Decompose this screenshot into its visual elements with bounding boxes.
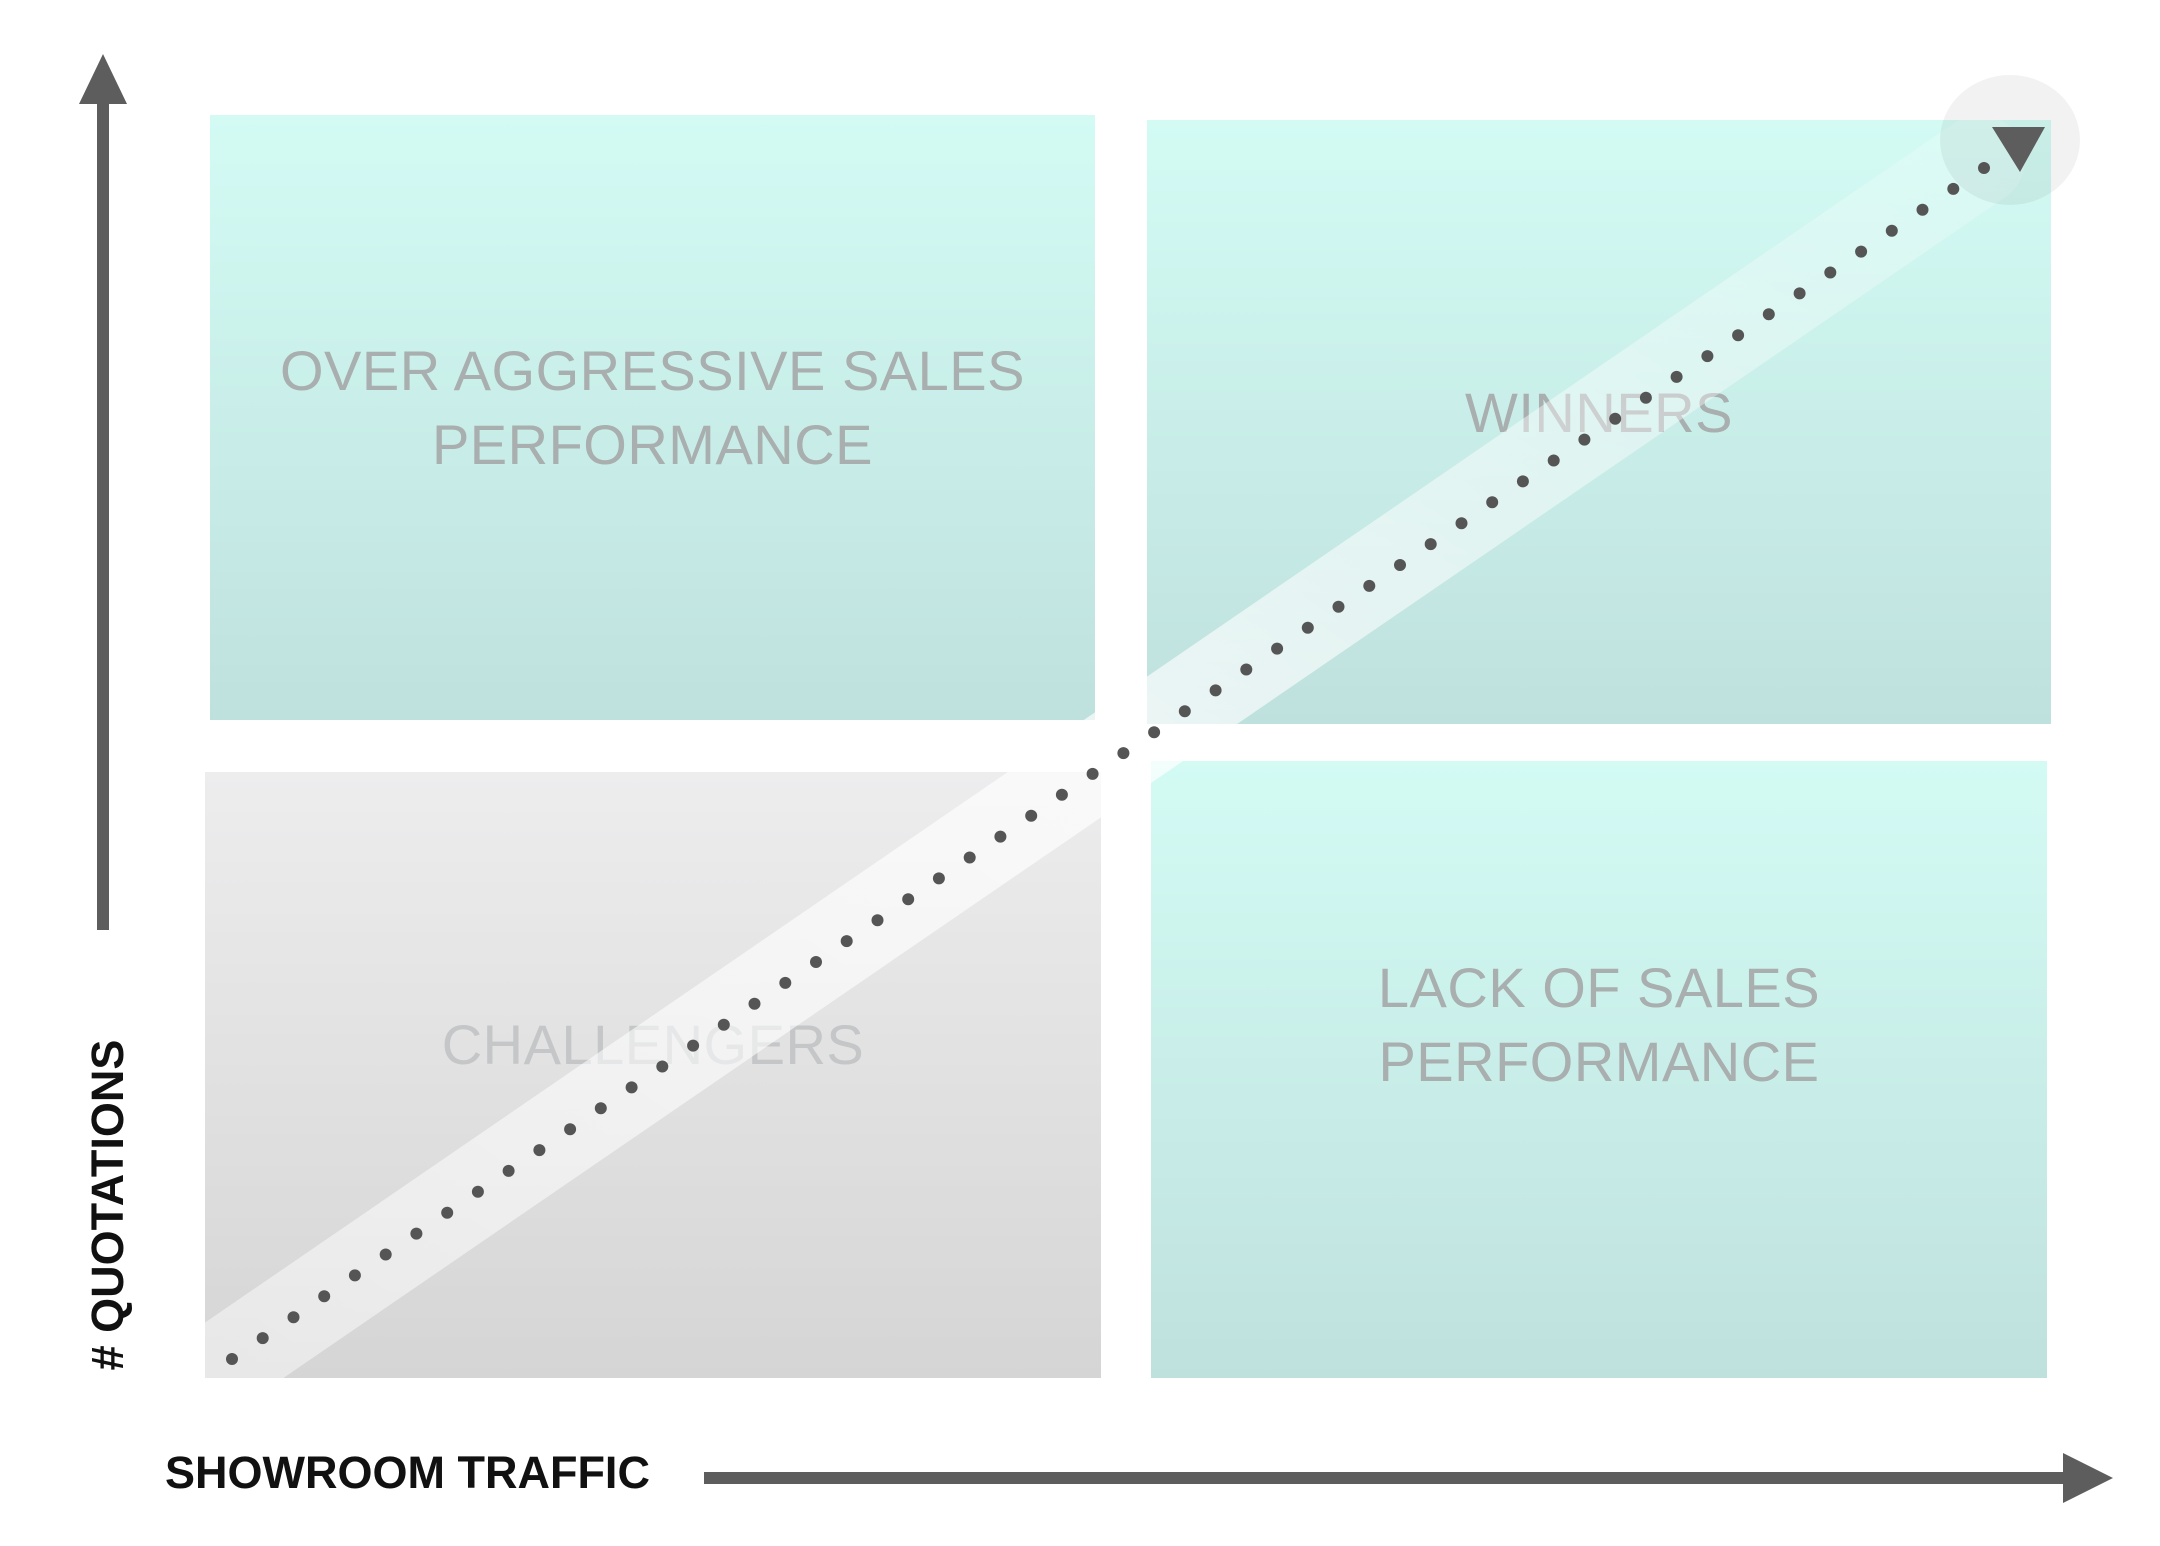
quadrant-label: WINNERS [1465, 376, 1733, 450]
y-axis-arrowhead-icon [79, 54, 127, 104]
x-axis-arrowhead-icon [2063, 1453, 2113, 1503]
x-axis-label: SHOWROOM TRAFFIC [165, 1447, 650, 1498]
quadrant-challengers: CHALLENGERS [205, 772, 1101, 1378]
quadrant-label-line: PERFORMANCE [431, 412, 874, 476]
quadrant-label: OVER AGGRESSIVE SALES PERFORMANCE [280, 334, 1025, 482]
quadrant-label-line: OVER AGGRESSIVE SALES [279, 338, 1025, 402]
quadrant-label-line: PERFORMANCE [1378, 1029, 1820, 1093]
quadrant-winners: WINNERS [1147, 120, 2051, 724]
trend-dot [1117, 747, 1130, 760]
quadrant-label: CHALLENGERS [442, 1008, 865, 1082]
quadrant-label: LACK OF SALES PERFORMANCE [1378, 951, 1820, 1099]
y-axis-label: # QUOTATIONS [82, 1039, 133, 1371]
trend-dot [1148, 726, 1161, 739]
y-axis-line [97, 100, 109, 930]
quadrant-label-line: WINNERS [1465, 381, 1733, 444]
quadrant-lack-of-sales: LACK OF SALES PERFORMANCE [1151, 761, 2047, 1378]
quadrant-label-line: LACK OF SALES [1377, 955, 1821, 1019]
quadrant-over-aggressive-sales: OVER AGGRESSIVE SALES PERFORMANCE [210, 115, 1095, 720]
quadrant-label-line: CHALLENGERS [441, 1013, 865, 1076]
x-axis-line [704, 1472, 2069, 1484]
